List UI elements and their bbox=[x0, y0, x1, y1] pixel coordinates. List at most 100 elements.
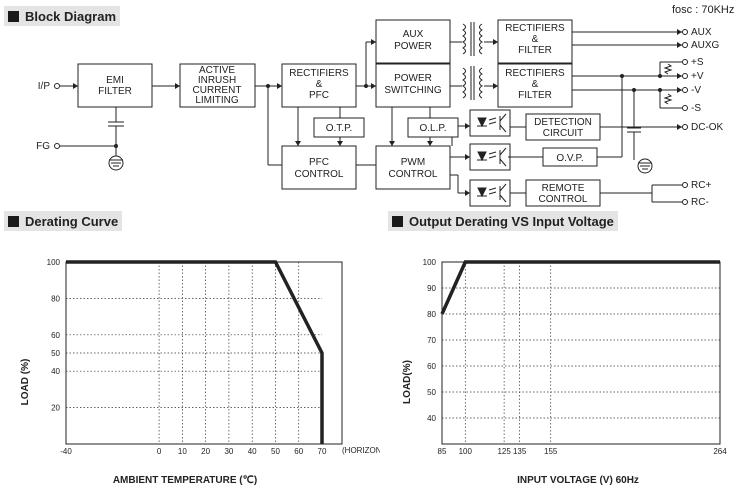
derating-x-tick-label: 50 bbox=[271, 447, 280, 456]
derating-grid bbox=[66, 262, 322, 444]
derating-curve-header: Derating Curve bbox=[4, 211, 122, 231]
output-label-plus-s: +S bbox=[691, 57, 704, 68]
input-y-tick-label: 70 bbox=[427, 336, 436, 345]
derating-curve-title: Derating Curve bbox=[25, 213, 119, 229]
output-label-rc-plus: RC+ bbox=[691, 180, 711, 191]
inrush-label-2: INRUSH bbox=[198, 75, 236, 86]
input-ip-label: I/P bbox=[38, 81, 51, 92]
emi-filter-block bbox=[77, 63, 153, 108]
detection-label-2: CIRCUIT bbox=[543, 128, 584, 139]
input-y-tick-label: 60 bbox=[427, 362, 436, 371]
derating-x-suffix: (HORIZONTAL) bbox=[342, 446, 380, 455]
input-series-line bbox=[440, 260, 720, 315]
derating-x-tick-label: 10 bbox=[178, 447, 187, 456]
inrush-block bbox=[179, 63, 256, 108]
optocoupler-icon bbox=[469, 109, 511, 137]
emi-filter-label-2: FILTER bbox=[98, 86, 132, 97]
output-label-minus-s: -S bbox=[691, 103, 701, 114]
rect-filter-aux-block bbox=[497, 19, 573, 64]
pwm-control-label-2: CONTROL bbox=[389, 169, 438, 180]
pfc-control-label-1: PFC bbox=[309, 157, 329, 168]
inrush-label-3: CURRENT bbox=[193, 85, 242, 96]
derating-y-tick-label: 20 bbox=[51, 404, 60, 413]
input-y-tick-label: 100 bbox=[423, 258, 437, 267]
derating-x-tick-label: -40 bbox=[60, 447, 72, 456]
input-grid bbox=[442, 262, 720, 444]
pfc-control-block bbox=[281, 145, 357, 190]
input-x-tick-label: 135 bbox=[513, 447, 527, 456]
optocoupler-icon bbox=[469, 179, 511, 207]
aux-power-label-2: POWER bbox=[394, 41, 432, 52]
inrush-label-4: LIMITING bbox=[195, 95, 239, 106]
input-y-tick-label: 50 bbox=[427, 388, 436, 397]
power-switching-block bbox=[375, 63, 451, 108]
block-diagram-header: Block Diagram bbox=[4, 6, 120, 26]
input-fg-label: FG bbox=[36, 141, 50, 152]
input-x-tick-label: 264 bbox=[713, 447, 727, 456]
fosc-label: fosc : 70KHz bbox=[672, 4, 735, 16]
olp-block bbox=[407, 117, 459, 138]
detection-label-1: DETECTION bbox=[534, 117, 592, 128]
otp-block bbox=[313, 117, 365, 138]
rectifiers-pfc-block bbox=[281, 63, 357, 108]
power-switching-label-2: SWITCHING bbox=[384, 85, 441, 96]
derating-series-line bbox=[66, 260, 324, 444]
pwm-control-block bbox=[375, 145, 451, 190]
input-x-tick-label: 125 bbox=[497, 447, 511, 456]
input-xlabel: INPUT VOLTAGE (V) 60Hz bbox=[517, 475, 639, 486]
rect-filter-aux-label-1: RECTIFIERS bbox=[505, 23, 565, 34]
otp-label: O.T.P. bbox=[326, 123, 353, 134]
ovp-label: O.V.P. bbox=[556, 153, 583, 164]
header-square-icon bbox=[8, 10, 19, 22]
derating-xlabel: AMBIENT TEMPERATURE (℃) bbox=[113, 475, 257, 486]
derating-y-tick-label: 50 bbox=[51, 349, 60, 358]
output-label-auxg: AUXG bbox=[691, 40, 720, 51]
power-switching-label-1: POWER bbox=[394, 73, 432, 84]
ovp-block bbox=[542, 147, 598, 167]
output-label-minus-v: -V bbox=[691, 85, 701, 96]
block-diagram-title: Block Diagram bbox=[25, 8, 117, 24]
rect-filter-main-label-2: & bbox=[532, 79, 539, 90]
output-derating-title: Output Derating VS Input Voltage bbox=[409, 213, 614, 229]
aux-power-block bbox=[375, 19, 451, 64]
aux-power-label-1: AUX bbox=[403, 29, 424, 40]
header-square-icon bbox=[392, 215, 403, 227]
remote-control-label-1: REMOTE bbox=[542, 183, 585, 194]
olp-label: O.L.P. bbox=[419, 123, 446, 134]
ground-icon bbox=[637, 158, 653, 174]
input-x-tick-label: 100 bbox=[459, 447, 473, 456]
output-label-aux: AUX bbox=[691, 27, 712, 38]
header-square-icon bbox=[8, 215, 19, 227]
derating-y-tick-label: 40 bbox=[51, 367, 60, 376]
input-x-tick-label: 85 bbox=[438, 447, 447, 456]
rect-filter-main-label-1: RECTIFIERS bbox=[505, 68, 565, 79]
ground-icon bbox=[108, 155, 124, 171]
derating-ylabel: LOAD (%) bbox=[20, 359, 31, 406]
input-plot-frame bbox=[441, 261, 721, 445]
derating-x-tick-label: 20 bbox=[201, 447, 210, 456]
rect-pfc-label-3: PFC bbox=[309, 90, 329, 101]
pwm-control-label-1: PWM bbox=[401, 157, 425, 168]
output-label-dc-ok: DC-OK bbox=[691, 122, 724, 133]
rect-filter-aux-label-3: FILTER bbox=[518, 45, 552, 56]
derating-x-tick-label: 40 bbox=[248, 447, 257, 456]
input-x-tick-label: 155 bbox=[544, 447, 558, 456]
optocoupler-icon bbox=[469, 143, 511, 171]
pfc-control-label-2: CONTROL bbox=[295, 169, 344, 180]
output-label-plus-v: +V bbox=[691, 71, 704, 82]
input-y-tick-label: 80 bbox=[427, 310, 436, 319]
output-derating-header: Output Derating VS Input Voltage bbox=[388, 211, 618, 231]
remote-control-label-2: CONTROL bbox=[539, 194, 588, 205]
inrush-label-1: ACTIVE bbox=[199, 65, 235, 76]
derating-y-tick-label: 80 bbox=[51, 294, 60, 303]
derating-x-tick-label: 0 bbox=[157, 447, 162, 456]
remote-control-block bbox=[525, 179, 601, 207]
emi-filter-label-1: EMI bbox=[106, 75, 124, 86]
input-y-tick-label: 40 bbox=[427, 414, 436, 423]
rect-filter-main-block bbox=[497, 63, 573, 108]
rect-pfc-label-2: & bbox=[316, 79, 323, 90]
detection-block bbox=[525, 113, 601, 141]
derating-x-tick-label: 30 bbox=[224, 447, 233, 456]
